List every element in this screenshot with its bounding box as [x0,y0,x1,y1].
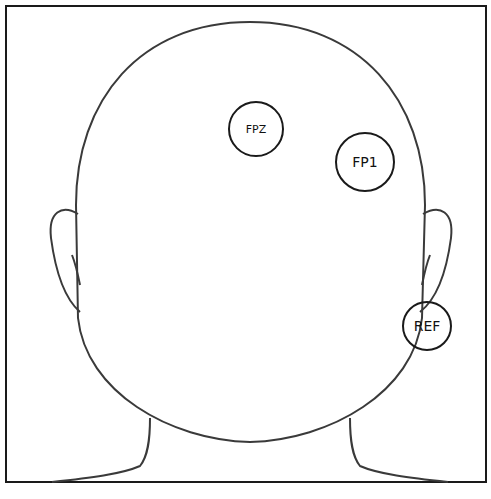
electrode-label: FP1 [352,155,377,169]
electrode-label: FPZ [246,124,267,135]
frame-border [6,6,486,482]
electrode-circle: REF [402,301,452,351]
left-ear [51,210,80,312]
right-neck-shoulder [350,418,448,482]
electrode-circle: FPZ [228,101,284,157]
left-ear-detail [72,255,80,285]
head-outline [76,22,425,442]
electrode-label: REF [414,319,441,333]
left-neck-shoulder [52,418,150,482]
right-ear-detail [422,255,430,285]
right-ear [420,210,451,312]
electrode-circle: FP1 [335,132,395,192]
